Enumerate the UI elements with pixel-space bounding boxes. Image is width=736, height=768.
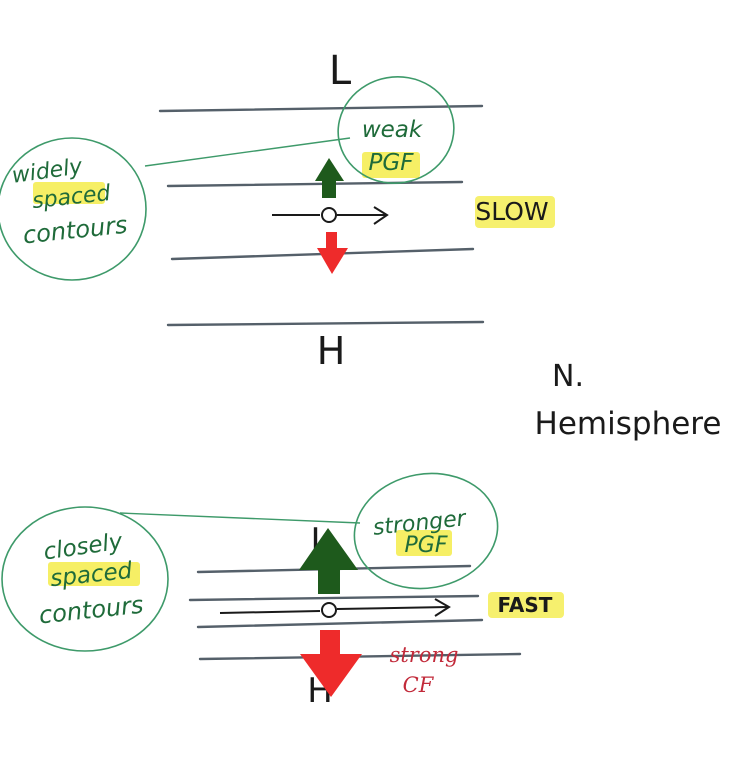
low-pressure-label: L [329,48,352,94]
contour-line [158,104,484,113]
contour-line [166,180,464,188]
contour-line [196,618,484,629]
annotation-circle [353,472,499,590]
wind-direction-arrow-icon [219,598,451,618]
speed-label-slow: SLOW [475,197,548,226]
hemisphere-label-line1: N. [552,359,584,394]
cf-label-line1: strong [390,643,459,667]
contour-note-line3: contours [22,211,129,250]
highlight-spaced [33,182,105,204]
highlight-fast [488,592,564,618]
highlight-pgf-bottom [396,530,452,556]
coriolis-force-arrow-icon [300,630,362,697]
highlight-slow [475,196,555,228]
pgf-label-line1: weak [362,117,424,143]
contour-note-circle [1,506,169,652]
coriolis-force-arrow-icon [317,232,348,274]
pressure-gradient-force-arrow-icon [299,528,358,594]
top-diagram: L H weak PGF widely spaced contours [0,48,555,373]
cf-label-line2: CF [403,673,435,697]
contour-note-line3: contours [38,591,145,630]
annotation-pointer [144,137,351,167]
pgf-label-line2: PGF [369,150,415,176]
pgf-label-line2: PGF [405,533,448,558]
highlight-pgf-top [362,152,420,178]
contour-line [166,320,485,327]
speed-label-fast: FAST [498,593,553,617]
bottom-diagram: L H stronger PGF closely spaced [1,472,564,711]
contour-note-circle [0,137,147,281]
highlight-spaced-bottom [48,562,140,586]
annotation-pointer [119,512,361,524]
contour-line [188,594,480,602]
hemisphere-label-line2: Hemisphere [535,406,722,442]
pressure-gradient-force-arrow-icon [315,158,344,198]
wind-direction-arrow-icon [272,206,389,225]
high-pressure-label: H [317,329,346,373]
